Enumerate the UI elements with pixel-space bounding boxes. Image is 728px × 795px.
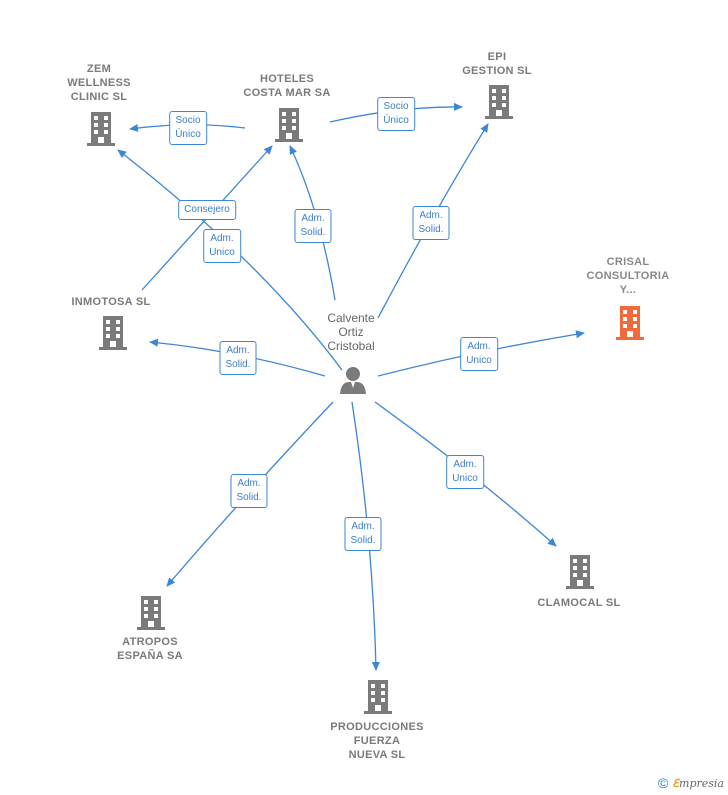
edge-label-person-zem: Adm. Unico (203, 229, 241, 263)
building-icon[interactable] (273, 106, 305, 142)
person-icon[interactable] (337, 364, 369, 396)
building-icon[interactable] (135, 594, 167, 630)
building-icon[interactable] (483, 83, 515, 119)
company-name-hoteles[interactable]: HOTELES COSTA MAR SA (243, 73, 331, 99)
edge-label-person-hoteles: Adm. Solid. (294, 209, 332, 243)
company-name-zem[interactable]: ZEM WELLNESS CLINIC SL (67, 63, 131, 103)
edge-label-person-inmotosa: Adm. Solid. (219, 341, 257, 375)
company-name-inmotosa[interactable]: INMOTOSA SL (71, 296, 151, 308)
empresia-logo[interactable]: ℇmpresia (672, 776, 724, 790)
edge-label-inmotosa-hoteles: Consejero (178, 200, 236, 220)
edge-label-person-epi: Adm. Solid. (412, 206, 450, 240)
company-name-atropos[interactable]: ATROPOS ESPAÑA SA (117, 636, 183, 662)
building-icon[interactable] (97, 314, 129, 350)
company-name-producciones[interactable]: PRODUCCIONES FUERZA NUEVA SL (330, 721, 424, 761)
edge-label-person-atropos: Adm. Solid. (230, 474, 268, 508)
company-name-crisal[interactable]: CRISAL CONSULTORIA Y... (586, 256, 670, 296)
edge-label-person-crisal: Adm. Unico (460, 337, 498, 371)
building-icon[interactable] (564, 553, 596, 589)
edge-label-hoteles-zem: Socio Único (169, 111, 207, 145)
company-name-clamocal[interactable]: CLAMOCAL SL (537, 597, 621, 609)
copyright-footer: © ℇmpresia (658, 775, 724, 791)
person-name[interactable]: Calvente Ortiz Cristobal (327, 311, 375, 353)
building-icon[interactable] (362, 678, 394, 714)
edge-person-zem (117, 149, 343, 371)
copyright-icon: © (657, 775, 669, 791)
edge-label-hoteles-epi: Socio Único (377, 97, 415, 131)
edge-label-person-clamocal: Adm. Unico (446, 455, 484, 489)
company-name-epi[interactable]: EPI GESTION SL (462, 51, 532, 77)
building-icon[interactable] (614, 304, 646, 340)
edge-label-person-producciones: Adm. Solid. (344, 517, 382, 551)
building-icon[interactable] (85, 110, 117, 146)
